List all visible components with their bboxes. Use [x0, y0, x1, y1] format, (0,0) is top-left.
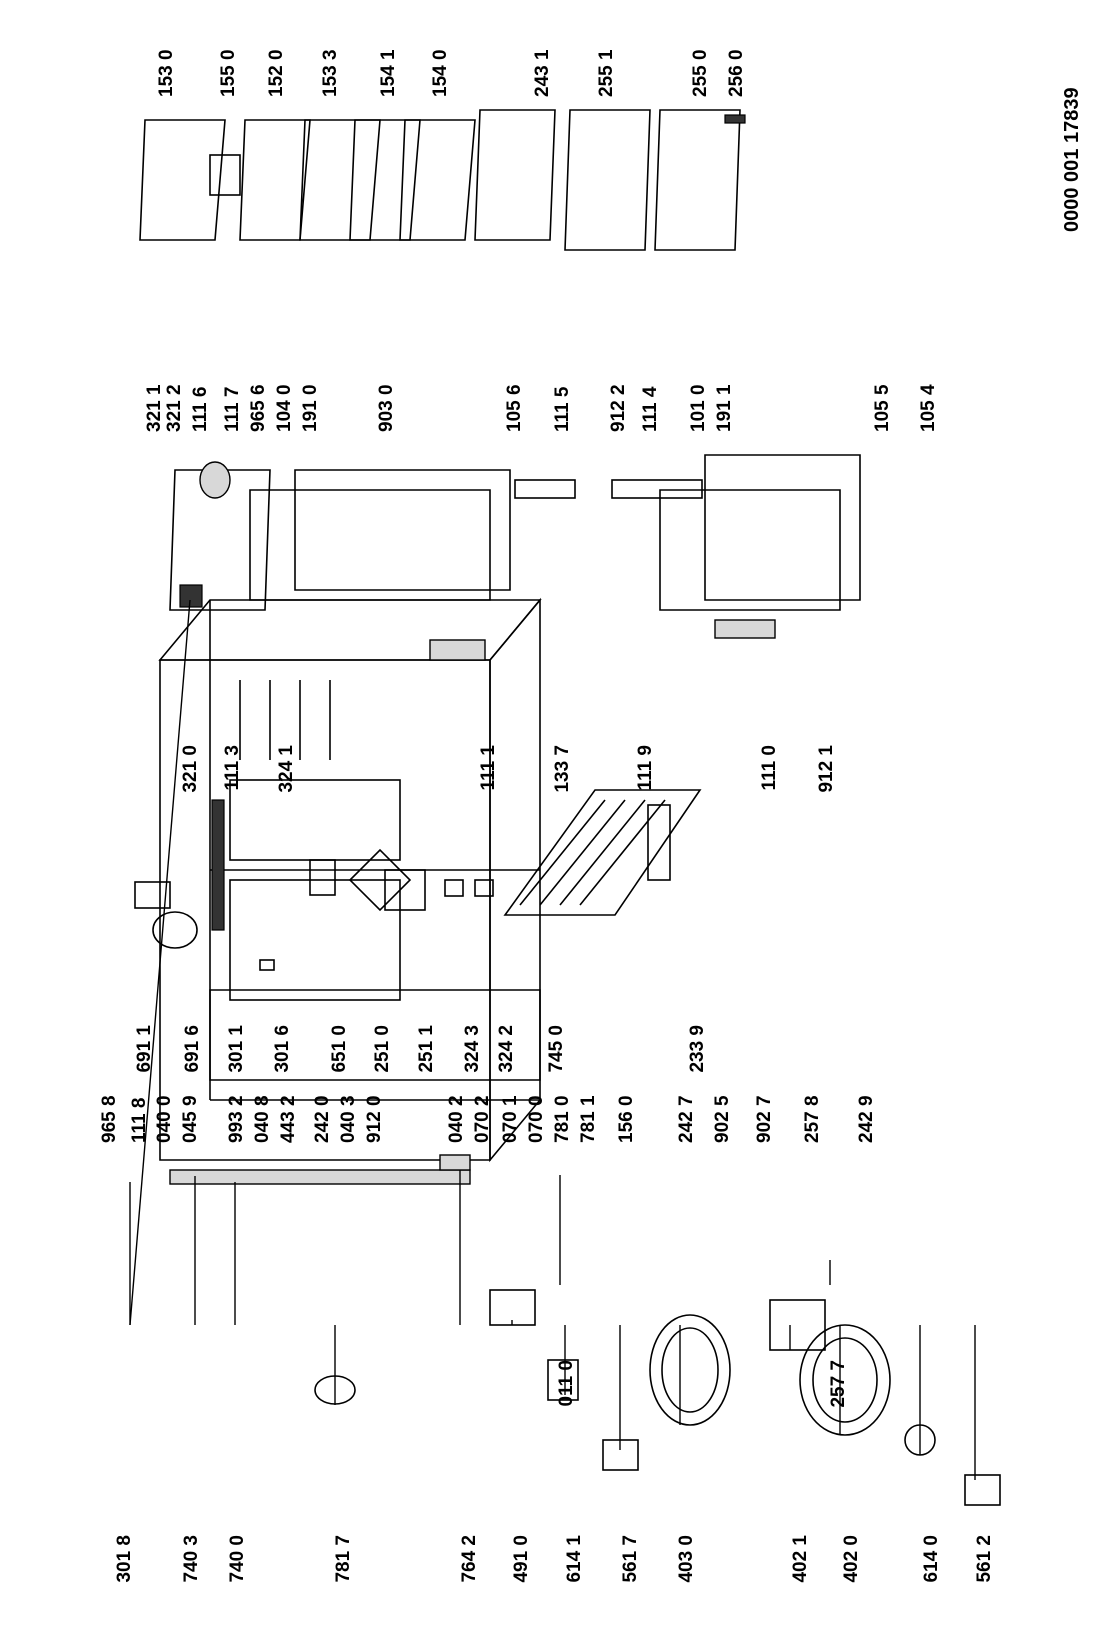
label-104-0: 104 0	[274, 384, 295, 432]
label-965-6: 965 6	[248, 384, 269, 432]
label-402-1: 402 1	[790, 1535, 811, 1583]
label-111-3: 111 3	[222, 745, 243, 790]
reference-number: 0000 001 17839	[1061, 87, 1083, 232]
label-740-0: 740 0	[227, 1535, 248, 1583]
label-045-9: 045 9	[180, 1095, 201, 1143]
label-740-3: 740 3	[181, 1535, 202, 1583]
label-111-4: 111 4	[640, 386, 661, 432]
label-781-1: 781 1	[578, 1095, 599, 1143]
label-242-0: 242 0	[312, 1095, 333, 1143]
label-133-7: 133 7	[552, 745, 573, 793]
label-321-2: 321 2	[164, 384, 185, 432]
inner-parts	[134, 789, 702, 971]
label-154-0: 154 0	[430, 49, 451, 97]
label-561-7: 561 7	[620, 1535, 641, 1583]
label-111-0: 111 0	[759, 745, 780, 790]
label-301-8: 301 8	[114, 1535, 135, 1583]
label-301-6: 301 6	[272, 1025, 293, 1073]
label-402-0: 402 0	[841, 1535, 862, 1583]
label-255-0: 255 0	[690, 49, 711, 97]
door-assemblies	[169, 454, 861, 661]
label-691-1: 691 1	[134, 1025, 155, 1073]
label-324-2: 324 2	[496, 1025, 517, 1073]
label-912-2: 912 2	[608, 384, 629, 432]
leader-lines	[129, 599, 976, 1480]
label-040-2: 040 2	[446, 1095, 467, 1143]
label-040-0: 040 0	[154, 1095, 175, 1143]
label-614-1: 614 1	[564, 1535, 585, 1583]
label-111-8: 111 8	[129, 1098, 150, 1143]
label-965-8: 965 8	[99, 1095, 120, 1143]
label-691-6: 691 6	[182, 1025, 203, 1073]
label-154-1: 154 1	[378, 49, 399, 97]
label-242-7: 242 7	[676, 1095, 697, 1143]
label-191-0: 191 0	[300, 384, 321, 432]
label-912-1: 912 1	[816, 745, 837, 793]
label-781-7: 781 7	[333, 1535, 354, 1583]
label-111-1: 111 1	[478, 745, 499, 791]
label-070-1: 070 1	[500, 1095, 521, 1143]
label-902-5: 902 5	[712, 1095, 733, 1143]
part-labels: 301 8 740 3 740 0 781 7 764 2 491 0 614 …	[99, 49, 1083, 1583]
label-257-8: 257 8	[802, 1095, 823, 1143]
label-251-0: 251 0	[372, 1025, 393, 1073]
label-993-2: 993 2	[226, 1095, 247, 1143]
label-040-3: 040 3	[338, 1095, 359, 1143]
label-764-2: 764 2	[459, 1535, 480, 1583]
fridge-cabinet	[158, 584, 542, 1185]
label-243-1: 243 1	[532, 49, 553, 97]
label-111-6: 111 6	[190, 387, 211, 432]
label-105-5: 105 5	[872, 384, 893, 432]
label-070-0: 070 0	[526, 1095, 547, 1143]
label-251-1: 251 1	[416, 1025, 437, 1073]
label-321-1: 321 1	[144, 384, 165, 432]
label-105-4: 105 4	[918, 384, 939, 432]
label-105-6: 105 6	[504, 384, 525, 432]
label-301-1: 301 1	[226, 1025, 247, 1073]
label-651-0: 651 0	[329, 1025, 350, 1073]
label-156-0: 156 0	[616, 1095, 637, 1143]
label-912-0: 912 0	[364, 1095, 385, 1143]
label-745-0: 745 0	[546, 1025, 567, 1073]
label-153-3: 153 3	[320, 49, 341, 97]
label-903-0: 903 0	[376, 384, 397, 432]
label-152-0: 152 0	[266, 49, 287, 97]
label-781-0: 781 0	[552, 1095, 573, 1143]
label-153-0: 153 0	[156, 49, 177, 97]
label-403-0: 403 0	[676, 1535, 697, 1583]
label-040-8: 040 8	[252, 1095, 273, 1143]
label-255-1: 255 1	[596, 49, 617, 97]
compressor-parts	[314, 1154, 1001, 1506]
label-256-0: 256 0	[726, 49, 747, 97]
label-111-5: 111 5	[552, 386, 573, 432]
label-443-2: 443 2	[278, 1095, 299, 1143]
label-561-2: 561 2	[974, 1535, 995, 1583]
label-233-9: 233 9	[687, 1025, 708, 1073]
label-324-1: 324 1	[276, 745, 297, 793]
label-191-1: 191 1	[714, 384, 735, 432]
label-491-0: 491 0	[511, 1535, 532, 1583]
label-321-0: 321 0	[180, 745, 201, 793]
part-drawings	[134, 109, 1001, 1506]
label-614-0: 614 0	[921, 1535, 942, 1583]
label-257-7: 257 7	[828, 1360, 849, 1408]
label-070-2: 070 2	[472, 1095, 493, 1143]
door-shelves	[139, 109, 746, 251]
label-242-9: 242 9	[856, 1095, 877, 1143]
label-111-7: 111 7	[222, 387, 243, 432]
label-101-0: 101 0	[688, 384, 709, 432]
label-155-0: 155 0	[218, 49, 239, 97]
label-324-3: 324 3	[462, 1025, 483, 1073]
label-111-9: 111 9	[635, 745, 656, 790]
label-011-0: 011 0	[556, 1360, 577, 1407]
label-902-7: 902 7	[754, 1095, 775, 1143]
